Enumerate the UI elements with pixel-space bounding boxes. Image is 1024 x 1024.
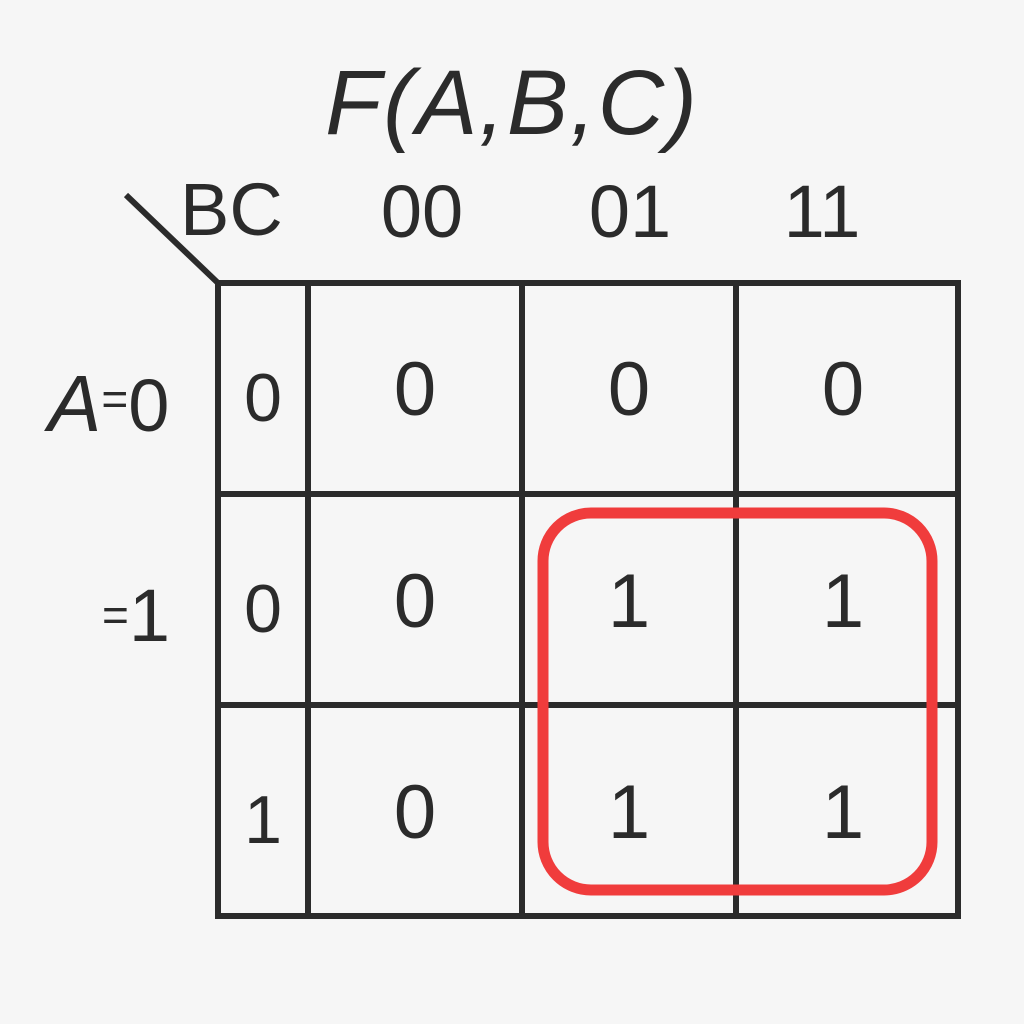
kmap-cell-r0-c00: 0 [393,347,437,432]
row-value: 0 [128,364,170,447]
kmap-cell-r1-c00: 0 [393,559,437,644]
first-col-cell-0: 0 [244,360,282,436]
kmap-cell-r1-c11: 1 [821,559,865,644]
column-header-01: 01 [588,170,672,253]
column-header-00: 00 [380,170,464,253]
grid-outer-border [215,280,961,919]
group-loop [537,507,938,896]
kmap-cell-r2-c01: 1 [607,770,651,855]
equals-sign: = [101,373,129,425]
row-value: 1 [128,574,171,657]
row-label-a1: =1 [102,576,170,665]
kmap-cell-r2-c00: 0 [393,770,437,855]
function-title: F(A,B,C) [325,52,699,154]
corner-diagonal [123,192,221,286]
first-col-cell-2: 1 [244,782,282,858]
row-label-a0: A=0 [48,364,169,455]
equals-sign: = [102,589,129,641]
kmap-cell-r0-c01: 0 [607,347,651,432]
first-col-cell-1: 0 [244,571,282,647]
kmap-cell-r1-c01: 1 [607,559,651,644]
kmap-cell-r0-c11: 0 [821,347,865,432]
column-header-11: 11 [783,170,861,253]
variable-a: A [48,359,102,448]
kmap-cell-r2-c11: 1 [821,770,865,855]
corner-label: BC [180,168,283,251]
